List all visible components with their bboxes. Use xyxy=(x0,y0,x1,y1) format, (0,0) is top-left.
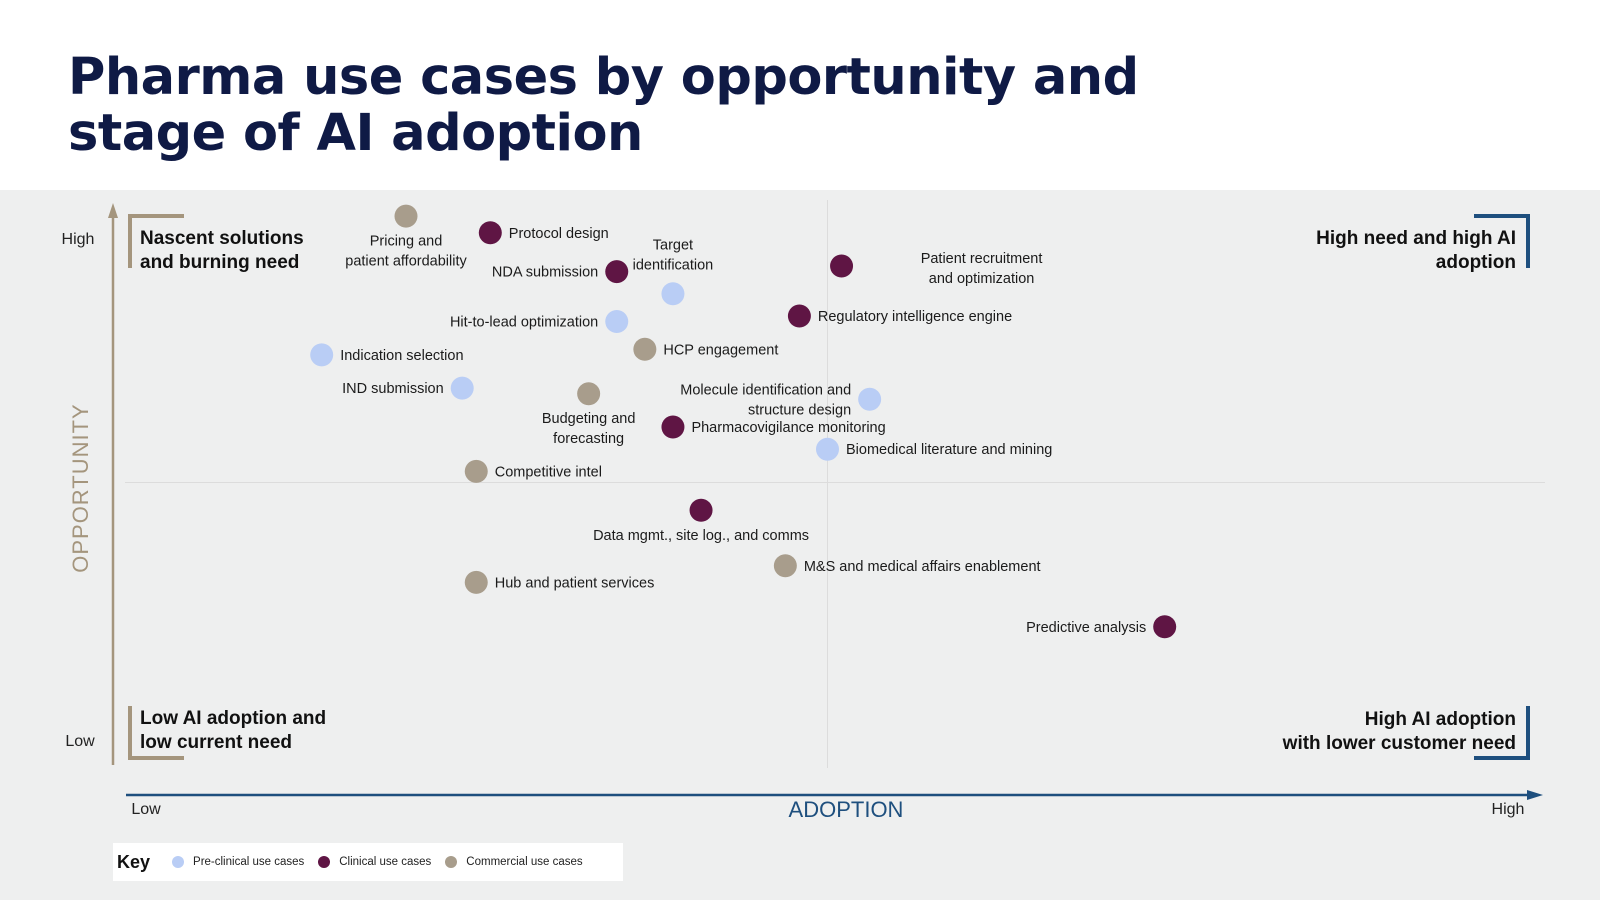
point-nda-submission xyxy=(605,260,629,284)
point-patient-recruitment-and-optimization xyxy=(830,254,854,278)
quadrant-label-bottom-left: low current need xyxy=(140,732,292,753)
point-predictive-analysis xyxy=(1153,615,1177,639)
point-biomedical-literature-and-mining xyxy=(816,437,839,461)
legend-swatch-pre-clinical xyxy=(172,856,185,868)
quadrant-bracket-bottom-left xyxy=(128,706,184,760)
quadrant-bracket-top-right xyxy=(1474,214,1530,268)
legend-item-clinical: Clinical use cases xyxy=(318,856,431,868)
point-label-budgeting-and-forecasting: Budgeting and xyxy=(542,411,636,427)
point-label-biomedical-literature-and-mining: Biomedical literature and mining xyxy=(846,442,1052,458)
point-protocol-design xyxy=(478,221,502,245)
point-hcp-engagement xyxy=(633,337,657,361)
quadrant-bracket-top-left xyxy=(128,214,184,268)
point-label-molecule-identification-and-structure-design: Molecule identification and xyxy=(680,382,851,398)
legend-label-clinical: Clinical use cases xyxy=(339,856,432,868)
point-data-mgmt-site-log-and-comms xyxy=(689,498,713,522)
quadrant-bracket-bottom-right xyxy=(1474,706,1530,760)
quadrant-label-bottom-right: with lower customer need xyxy=(1282,733,1516,754)
point-label-patient-recruitment-and-optimization: Patient recruitment xyxy=(921,251,1043,267)
point-label-hcp-engagement: HCP engagement xyxy=(663,342,778,358)
point-label-regulatory-intelligence-engine: Regulatory intelligence engine xyxy=(818,309,1012,325)
point-label-pricing-and-patient-affordability: Pricing and xyxy=(370,234,443,250)
point-competitive-intel xyxy=(464,459,488,483)
point-label-budgeting-and-forecasting: forecasting xyxy=(553,431,624,447)
quadrant-label-bottom-right: High AI adoption xyxy=(1365,709,1516,730)
point-hub-and-patient-services xyxy=(464,570,488,594)
point-hit-to-lead-optimization xyxy=(605,310,629,334)
point-label-ind-submission: IND submission xyxy=(342,381,444,397)
point-label-hit-to-lead-optimization: Hit-to-lead optimization xyxy=(450,315,598,331)
point-pricing-and-patient-affordability xyxy=(394,204,418,228)
point-label-data-mgmt-site-log-and-comms: Data mgmt., site log., and comms xyxy=(593,528,809,544)
legend-swatch-clinical xyxy=(318,856,331,868)
y-tick-high: High xyxy=(62,231,95,248)
x-tick-low: Low xyxy=(131,801,161,818)
point-regulatory-intelligence-engine xyxy=(787,304,811,328)
point-label-target-identification: identification xyxy=(633,257,714,273)
point-label-hub-and-patient-services: Hub and patient services xyxy=(495,575,655,591)
quadrant-label-top-right: adoption xyxy=(1436,252,1516,273)
point-label-target-identification: Target xyxy=(653,237,693,253)
point-m-s-and-medical-affairs-enablement xyxy=(773,554,797,578)
quadrant-label-top-left: and burning need xyxy=(140,252,299,273)
point-pharmacovigilance-monitoring xyxy=(661,415,685,439)
point-label-protocol-design: Protocol design xyxy=(509,226,609,242)
point-budgeting-and-forecasting xyxy=(577,382,601,406)
legend: Key Pre-clinical use cases Clinical use … xyxy=(113,843,623,881)
legend-label-commercial: Commercial use cases xyxy=(466,856,583,868)
point-ind-submission xyxy=(450,376,474,400)
legend-swatch-commercial xyxy=(445,856,458,868)
y-tick-low: Low xyxy=(65,733,95,750)
point-label-patient-recruitment-and-optimization: and optimization xyxy=(929,271,1035,287)
legend-title: Key xyxy=(117,851,151,872)
legend-item-pre-clinical: Pre-clinical use cases xyxy=(172,856,304,868)
point-label-competitive-intel: Competitive intel xyxy=(495,464,602,480)
point-label-nda-submission: NDA submission xyxy=(492,265,598,281)
x-tick-high: High xyxy=(1492,801,1525,818)
x-axis-label: ADOPTION xyxy=(789,797,904,822)
y-axis-label: OPPORTUNITY xyxy=(68,403,93,573)
point-label-pricing-and-patient-affordability: patient affordability xyxy=(345,254,467,270)
point-molecule-identification-and-structure-design xyxy=(858,387,882,411)
point-label-molecule-identification-and-structure-design: structure design xyxy=(748,402,851,418)
point-label-pharmacovigilance-monitoring: Pharmacovigilance monitoring xyxy=(691,420,885,436)
point-label-indication-selection: Indication selection xyxy=(340,348,463,364)
quadrant-label-top-left: Nascent solutions xyxy=(140,228,304,249)
point-indication-selection xyxy=(310,343,334,367)
legend-item-commercial: Commercial use cases xyxy=(445,856,583,868)
quadrant-label-bottom-left: Low AI adoption and xyxy=(140,708,326,729)
page-title: Pharma use cases by opportunity and stag… xyxy=(68,48,1139,163)
point-target-identification xyxy=(661,282,685,306)
point-label-predictive-analysis: Predictive analysis xyxy=(1026,620,1146,636)
x-axis-arrowhead xyxy=(1527,790,1543,800)
quadrant-label-top-right: High need and high AI xyxy=(1316,228,1516,249)
legend-label-pre-clinical: Pre-clinical use cases xyxy=(193,856,305,868)
y-axis-arrowhead xyxy=(108,203,118,218)
point-label-m-s-and-medical-affairs-enablement: M&S and medical affairs enablement xyxy=(804,559,1041,575)
